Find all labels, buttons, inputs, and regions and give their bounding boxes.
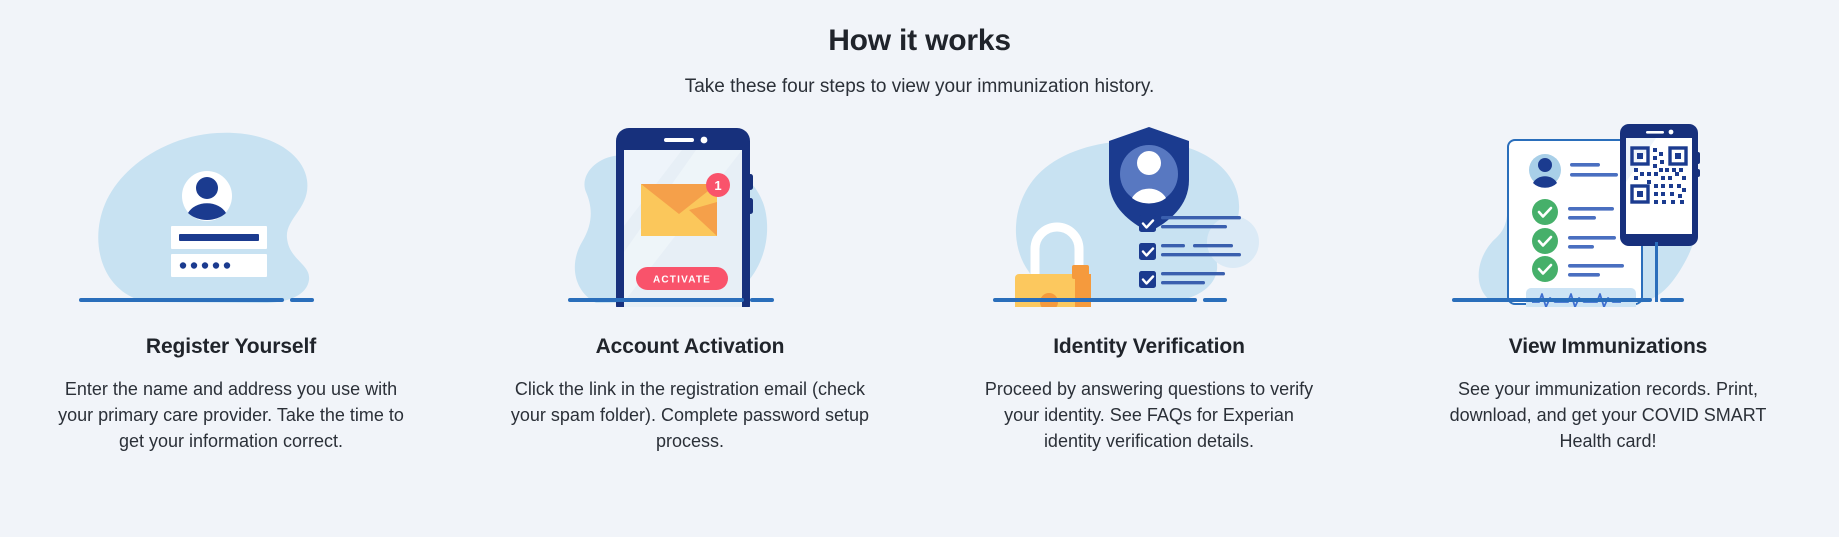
checklist-line: [1161, 244, 1185, 248]
identity-verification-illustration: [989, 122, 1309, 307]
green-check-circle: [1532, 228, 1558, 254]
card-line: [1568, 236, 1616, 240]
checklist-line: [1161, 216, 1241, 220]
check-icon: [1537, 206, 1553, 218]
page-title: How it works: [828, 24, 1011, 57]
checklist-line: [1161, 253, 1241, 257]
activate-button-label: ACTIVATE: [653, 275, 711, 286]
phone-stand-line: [1655, 242, 1658, 302]
envelope-fold-right: [689, 202, 717, 236]
ground-line: [79, 298, 284, 302]
step-title: Register Yourself: [145, 335, 317, 358]
card-line: [1568, 273, 1600, 277]
ground-line-dash: [1203, 298, 1227, 302]
phone-side-button: [1696, 169, 1700, 177]
check-icon: [1141, 275, 1155, 285]
card-line: [1570, 173, 1618, 177]
username-bar: [179, 234, 259, 241]
password-dot: [190, 262, 198, 269]
check-icon: [1141, 219, 1155, 229]
blob-accent: [1207, 216, 1259, 268]
phone-speaker: [1646, 131, 1664, 134]
step-description: Proceed by answering questions to verify…: [984, 379, 1314, 451]
card-avatar-head: [1538, 158, 1552, 172]
ground-line-visible: [993, 298, 1197, 302]
step-register-yourself: Register Yourself Enter the name and add…: [2, 122, 461, 454]
shield-person-head: [1137, 151, 1161, 175]
password-dot: [201, 262, 209, 269]
step-title: Identity Verification: [1053, 335, 1245, 358]
checkbox: [1139, 271, 1156, 288]
card-avatar-body: [1533, 176, 1557, 188]
page-subtitle: Take these four steps to view your immun…: [684, 76, 1155, 97]
card-line: [1568, 207, 1614, 211]
step-title: Account Activation: [595, 335, 785, 358]
card-line: [1568, 245, 1594, 249]
activate-button: [636, 267, 728, 290]
shield-person-body: [1132, 188, 1166, 204]
notification-badge: [706, 173, 730, 197]
checklist-line: [1161, 281, 1205, 285]
step-title: View Immunizations: [1508, 335, 1708, 358]
step-identity-verification: Identity Verification Proceed by answeri…: [920, 122, 1379, 454]
checkbox: [1139, 215, 1156, 232]
checklist-line: [1193, 244, 1233, 248]
notification-badge-count: 1: [714, 178, 721, 193]
padlock-shackle: [1030, 222, 1084, 285]
check-icon: [1141, 247, 1155, 257]
checkbox: [1139, 243, 1156, 260]
checklist-line: [1161, 272, 1225, 276]
ground-line: [568, 298, 744, 302]
ground-line-dash: [1660, 298, 1684, 302]
ekg-strip: [1526, 288, 1636, 307]
card-line: [1568, 264, 1624, 268]
avatar-head: [196, 177, 218, 199]
green-check-circle: [1532, 199, 1558, 225]
step-view-immunizations: View Immunizations See your immunization…: [1379, 122, 1838, 454]
password-dot: [223, 262, 231, 269]
register-yourself-illustration: [71, 122, 391, 307]
padlock-tab: [1072, 265, 1089, 279]
password-dot: [179, 262, 187, 269]
phone-side-button: [748, 198, 753, 214]
view-immunizations-illustration: [1448, 122, 1768, 307]
check-icon: [1537, 263, 1553, 275]
phone-side-button: [748, 174, 753, 190]
steps-list: Register Yourself Enter the name and add…: [0, 122, 1839, 454]
ground-line-dash: [290, 298, 314, 302]
phone-speaker: [664, 138, 694, 142]
step-description: Click the link in the registration email…: [510, 379, 870, 451]
step-description: See your immunization records. Print, do…: [1449, 379, 1767, 451]
phone-camera: [1668, 129, 1674, 135]
phone-side-button: [1696, 152, 1700, 164]
green-check-circle: [1532, 256, 1558, 282]
step-description: Enter the name and address you use with …: [58, 379, 404, 451]
ground-line: [1452, 298, 1652, 302]
check-icon: [1537, 235, 1553, 247]
qr-code-icon: [1630, 146, 1688, 204]
ground-line-dash: [750, 298, 774, 302]
password-dot: [212, 262, 220, 269]
checklist-line: [1161, 225, 1227, 229]
phone-camera: [700, 136, 708, 144]
card-line: [1568, 216, 1596, 220]
account-activation-illustration: 1 ACTIVATE: [530, 122, 850, 307]
envelope-flap: [641, 184, 717, 214]
step-account-activation: 1 ACTIVATE Account Activation Click the …: [461, 122, 920, 454]
card-line: [1570, 163, 1600, 167]
avatar-body: [188, 203, 226, 221]
